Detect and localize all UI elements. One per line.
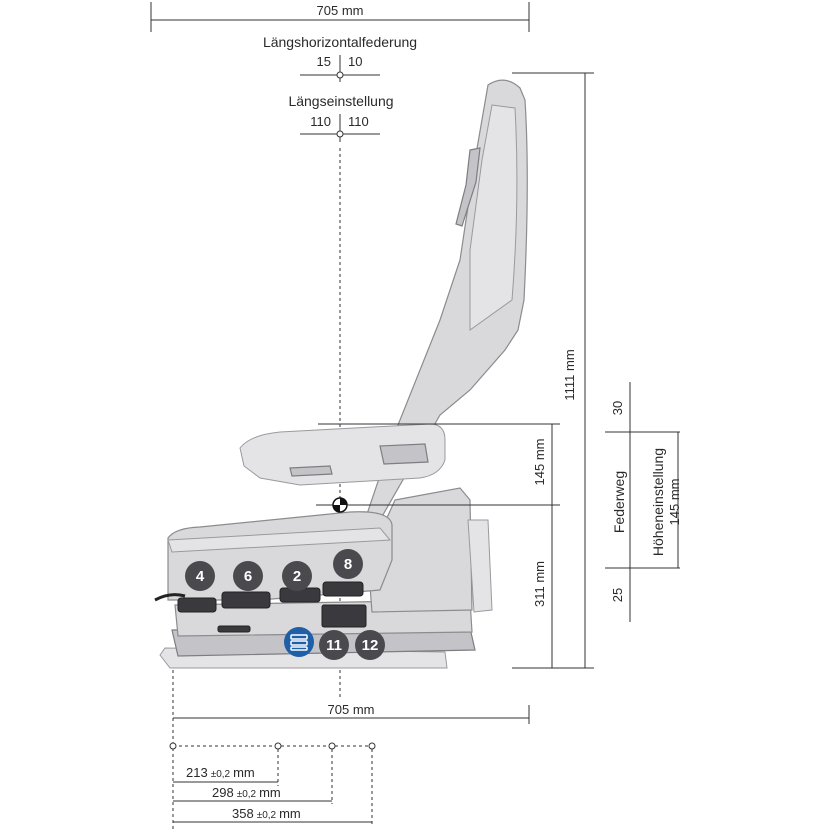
armrest-height-label: 145 mm xyxy=(532,439,547,486)
longitudinal-suspension-dimension: Längshorizontalfederung 15 10 xyxy=(263,34,417,82)
seat-height-label: 311 mm xyxy=(532,561,547,607)
total-height-label: 1111 mm xyxy=(562,349,577,400)
svg-text:12: 12 xyxy=(362,637,379,654)
svg-text:4: 4 xyxy=(196,568,205,585)
badge-12[interactable]: 12 xyxy=(355,630,385,660)
longitudinal-suspension-right: 10 xyxy=(348,54,362,69)
seat-heating-icon[interactable] xyxy=(284,627,314,657)
longitudinal-adjustment-left: 110 xyxy=(310,114,331,129)
badge-6[interactable]: 6 xyxy=(233,561,263,591)
top-width-dimension: 705 mm xyxy=(150,2,530,32)
longitudinal-adjustment-label: Längseinstellung xyxy=(288,93,393,109)
seat-illustration xyxy=(154,79,528,669)
badge-8[interactable]: 8 xyxy=(333,549,363,579)
badge-11[interactable]: 11 xyxy=(319,630,349,660)
longitudinal-suspension-left: 15 xyxy=(317,54,331,69)
bottom-width-label: 705 mm xyxy=(328,702,375,717)
seat-reference-point-icon xyxy=(316,497,348,513)
control-badges: 4 6 2 8 11 12 xyxy=(185,549,385,660)
suspension-travel-top: 30 xyxy=(610,401,625,415)
top-width-label: 705 mm xyxy=(317,3,364,18)
svg-text:6: 6 xyxy=(244,568,252,585)
total-height-dimension: 1111 mm xyxy=(512,72,594,669)
suspension-travel-bottom: 25 xyxy=(610,588,625,602)
suspension-travel-label: Federweg xyxy=(611,471,627,533)
svg-text:2: 2 xyxy=(293,568,301,585)
svg-text:11: 11 xyxy=(326,637,342,654)
suspension-travel-dimension: 30 25 Federweg Höheneinstellung 145 mm xyxy=(605,382,682,622)
bottom-width-dimension: 705 mm xyxy=(172,670,530,830)
longitudinal-adjustment-dimension: Längseinstellung 110 110 xyxy=(288,93,394,142)
svg-text:8: 8 xyxy=(344,556,352,573)
longitudinal-adjustment-right: 110 xyxy=(348,114,369,129)
height-adjustment-label: Höheneinstellung xyxy=(650,448,666,556)
height-adjustment-value: 145 mm xyxy=(667,479,682,526)
armrest-height-dimension: 145 mm 311 mm xyxy=(318,423,560,668)
badge-2[interactable]: 2 xyxy=(282,561,312,591)
badge-4[interactable]: 4 xyxy=(185,561,215,591)
longitudinal-suspension-label: Längshorizontalfederung xyxy=(263,34,417,50)
